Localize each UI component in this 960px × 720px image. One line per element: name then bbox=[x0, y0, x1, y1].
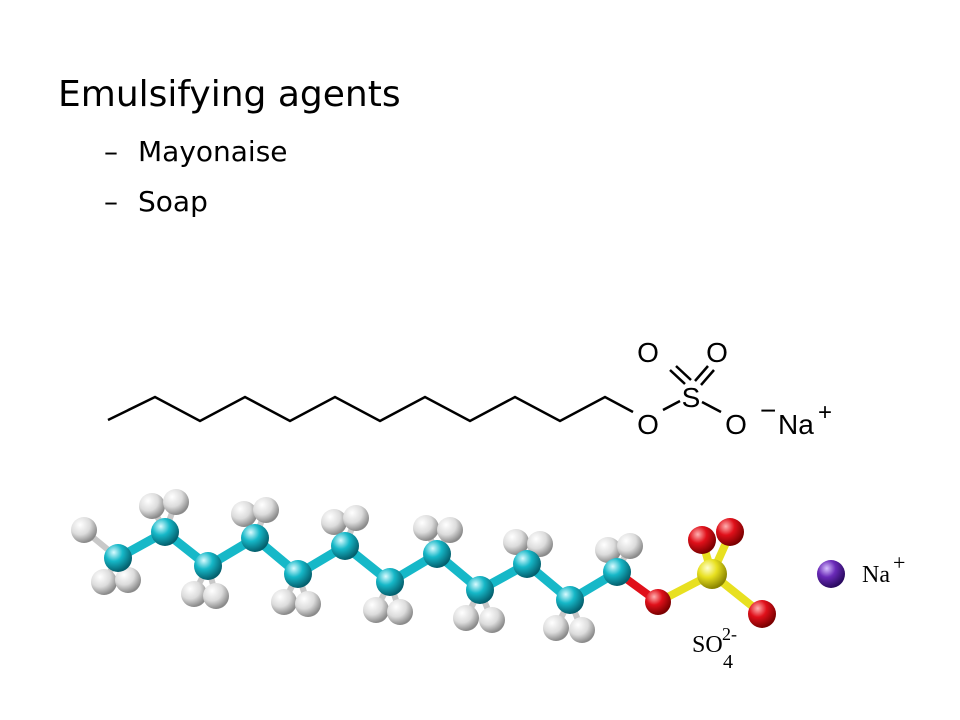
double-bond-left-a bbox=[669, 369, 686, 385]
double-bond-left-b bbox=[675, 365, 692, 381]
label-oxygen-bridge: O bbox=[637, 409, 659, 440]
bullet-dash: – bbox=[104, 185, 118, 218]
slide-title: Emulsifying agents bbox=[58, 74, 401, 115]
oxygen-atom-bridge bbox=[645, 589, 671, 615]
label-sodium: Na bbox=[778, 409, 814, 440]
label-sulfur: S bbox=[682, 382, 701, 413]
carbon-atoms bbox=[104, 518, 631, 614]
label-sodium-plus: + bbox=[893, 550, 905, 575]
label-minus: − bbox=[760, 395, 776, 426]
bullet-item-mayonaise: –Mayonaise bbox=[104, 134, 288, 184]
sulfur-atom bbox=[697, 559, 727, 589]
hydrogen-atoms bbox=[71, 489, 643, 643]
label-sulfate: SO bbox=[692, 632, 723, 658]
ball-and-stick-model: SO 4 2- Na + bbox=[71, 489, 905, 673]
label-sulfate-superscript: 2- bbox=[722, 624, 737, 644]
oxygen-atom-upper-left bbox=[688, 526, 716, 554]
label-oxygen-top-left: O bbox=[637, 337, 659, 368]
bullet-text: Soap bbox=[138, 185, 208, 218]
label-oxygen-top-right: O bbox=[706, 337, 728, 368]
alkyl-chain bbox=[107, 395, 634, 423]
double-bond-right-a bbox=[694, 365, 709, 382]
bond-o-s bbox=[662, 399, 681, 412]
bullet-text: Mayonaise bbox=[138, 135, 288, 168]
double-bond-right-b bbox=[700, 369, 715, 386]
label-oxygen-anion: O bbox=[725, 409, 747, 440]
skeletal-formula: O O S O O − Na + bbox=[107, 337, 832, 440]
oxygen-atom-lower bbox=[748, 600, 776, 628]
bullet-dash: – bbox=[104, 135, 118, 168]
label-sulfate-subscript: 4 bbox=[723, 651, 733, 673]
label-sodium-ion: Na bbox=[862, 562, 890, 588]
bullet-item-soap: –Soap bbox=[104, 184, 288, 234]
bullet-list: –Mayonaise –Soap bbox=[104, 134, 288, 234]
label-plus: + bbox=[818, 399, 832, 426]
sodium-atom bbox=[817, 560, 845, 588]
bond-s-o bbox=[701, 400, 722, 414]
oxygen-atom-upper-right bbox=[716, 518, 744, 546]
